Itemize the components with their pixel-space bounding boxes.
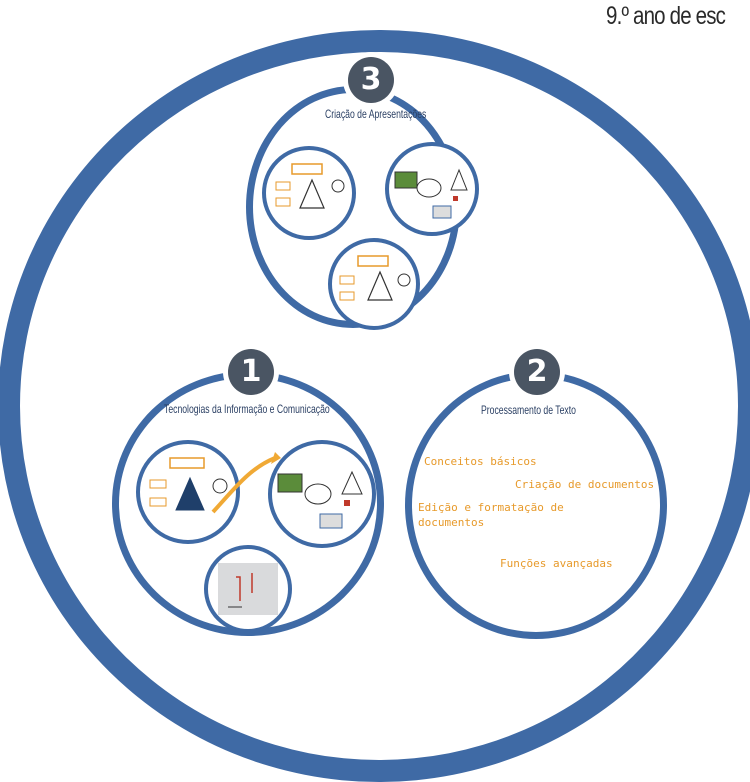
frame-1-subframe-c[interactable] xyxy=(204,545,292,633)
frame-3-number-badge: 3 xyxy=(348,57,394,103)
concept-diagram-icon xyxy=(275,163,345,209)
topic-criacao-documentos[interactable]: Criação de documentos xyxy=(515,478,655,491)
topic-conceitos-basicos[interactable]: Conceitos básicos xyxy=(424,455,537,468)
frame-2-number-badge: 2 xyxy=(514,349,560,395)
computer-parts-icon xyxy=(394,168,468,219)
topic-edicao-formatacao-2[interactable]: documentos xyxy=(418,516,485,529)
page-title: 9.º ano de esc xyxy=(606,2,726,30)
topic-funcoes-avancadas[interactable]: Funções avançadas xyxy=(500,557,613,570)
frame-3-subframe-a[interactable] xyxy=(262,146,356,240)
thumbnail-image xyxy=(218,563,278,615)
frame-2-title: Processamento de Texto xyxy=(481,403,576,417)
frame-3-subframe-b[interactable] xyxy=(385,142,479,236)
frame-1-subframe-a[interactable] xyxy=(136,440,240,544)
connector-arrow-icon xyxy=(211,452,281,514)
frame-1-subframe-b[interactable] xyxy=(268,440,376,548)
computer-parts-icon xyxy=(277,470,363,529)
frame-1-number-badge: 1 xyxy=(228,349,274,395)
frame-1-title: Tecnologias da Informação e Comunicação xyxy=(164,402,330,416)
frame-3-title: Criação de Apresentações xyxy=(325,107,427,121)
frame-2[interactable] xyxy=(405,371,667,639)
concept-diagram-icon xyxy=(149,457,228,511)
concept-diagram-icon xyxy=(339,255,411,301)
topic-edicao-formatacao[interactable]: Edição e formatação de xyxy=(418,501,564,514)
frame-3-subframe-c[interactable] xyxy=(328,238,420,330)
